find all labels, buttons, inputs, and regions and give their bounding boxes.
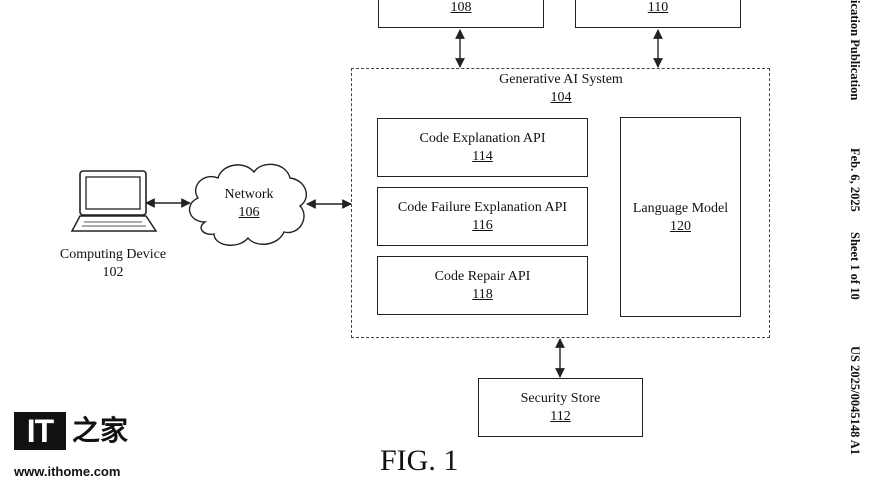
- box-110-ref: 110: [647, 0, 669, 15]
- ithome-url: www.ithome.com: [14, 464, 121, 479]
- code-repair-api-box: Code Repair API 118: [377, 256, 588, 315]
- code-repair-api-title: Code Repair API: [434, 269, 531, 284]
- laptop-shape: [70, 170, 158, 232]
- side-text-number: US 2025/0045148 A1: [848, 346, 862, 456]
- code-repair-api-ref: 118: [472, 287, 493, 302]
- language-model-box: Language Model 120: [620, 117, 741, 317]
- box-110: 110: [575, 0, 741, 28]
- generative-ai-system-ref: 104: [550, 90, 572, 105]
- box-108-ref: 108: [450, 0, 472, 15]
- security-store-ref: 112: [550, 409, 571, 424]
- figure-label: FIG. 1: [380, 444, 459, 477]
- language-model-title: Language Model: [632, 201, 729, 216]
- network-cloud-shape: [188, 163, 308, 246]
- generative-ai-system-boundary: [351, 68, 770, 338]
- network-title: Network: [224, 187, 274, 202]
- ithome-logo-icon: IT: [14, 412, 66, 450]
- side-text-publication: ication Publication: [848, 0, 862, 101]
- security-store-box: Security Store 112: [478, 378, 643, 437]
- ithome-watermark: IT 之家 www.ithome.com: [14, 412, 134, 484]
- code-failure-explanation-api-title: Code Failure Explanation API: [397, 200, 568, 215]
- side-text-sheet: Sheet 1 of 10: [848, 232, 862, 300]
- code-explanation-api-ref: 114: [472, 149, 493, 164]
- generative-ai-system-label: Generative AI System 104: [461, 71, 661, 107]
- security-store-title: Security Store: [520, 391, 601, 406]
- box-108: 108: [378, 0, 544, 28]
- language-model-ref: 120: [670, 219, 691, 234]
- generative-ai-system-title: Generative AI System: [499, 72, 623, 87]
- computing-device-label: Computing Device 102: [43, 246, 183, 282]
- computing-device-title: Computing Device: [59, 247, 167, 262]
- side-text-date: Feb. 6, 2025: [848, 148, 862, 212]
- code-failure-explanation-api-box: Code Failure Explanation API 116: [377, 187, 588, 246]
- code-failure-explanation-api-ref: 116: [472, 218, 493, 233]
- computing-device-ref: 102: [102, 265, 124, 280]
- code-explanation-api-box: Code Explanation API 114: [377, 118, 588, 177]
- network-label: Network 106: [209, 186, 289, 222]
- code-explanation-api-title: Code Explanation API: [419, 131, 546, 146]
- patent-side-header: ication Publication Feb. 6, 2025 Sheet 1…: [848, 0, 862, 492]
- ithome-logo-text: 之家: [72, 414, 129, 447]
- network-ref: 106: [238, 205, 260, 220]
